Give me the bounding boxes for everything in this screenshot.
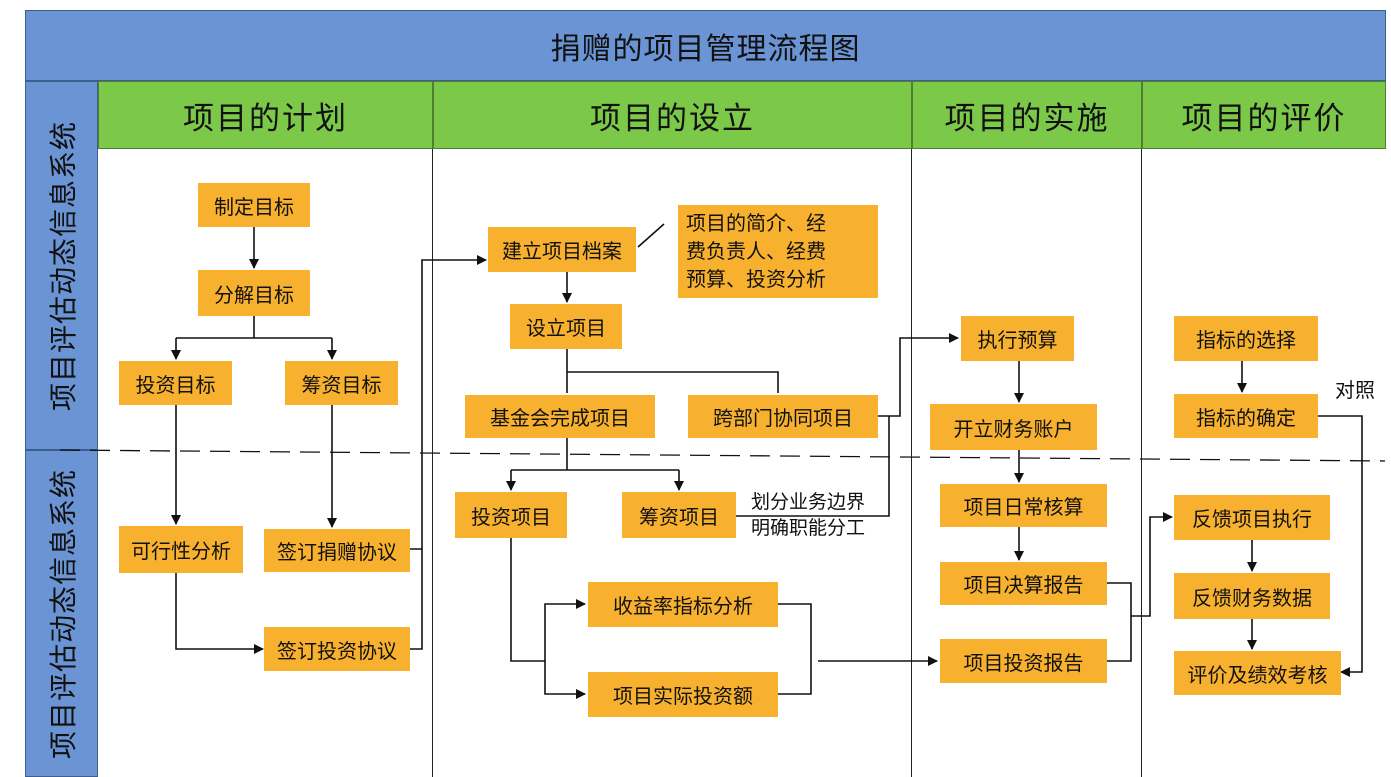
- arrow-kexing-to-touzi-xieyi: [175, 573, 264, 654]
- dashed-system-divider: [59, 449, 1386, 462]
- line-sheli-branch: [567, 371, 779, 393]
- box-investment-project: 投资项目: [455, 492, 567, 538]
- arrow-reports-to-fankui: [1131, 512, 1173, 617]
- box-yield-indicator-analysis: 收益率指标分析: [588, 582, 778, 627]
- arrow-duizhao-to-kaohe: [1318, 415, 1363, 677]
- line-shouyilv-out: [778, 603, 812, 695]
- phase-header-evaluate: 项目的评价: [1142, 81, 1386, 149]
- annotation-line-1: 划分业务边界: [751, 491, 866, 513]
- box-actual-investment: 项目实际投资额: [588, 672, 778, 717]
- box-financing-goal: 筹资目标: [285, 361, 398, 405]
- box-investment-report: 项目投资报告: [940, 639, 1107, 683]
- box-feasibility-analysis: 可行性分析: [119, 526, 243, 573]
- lane-divider-3: [1141, 149, 1142, 777]
- box-sign-investment-agreement: 签订投资协议: [264, 627, 410, 671]
- box-decompose-goal: 分解目标: [198, 270, 310, 316]
- arrow-to-shiji: [544, 661, 586, 699]
- box-open-financial-account: 开立财务账户: [930, 404, 1097, 450]
- box-execute-budget: 执行预算: [961, 316, 1074, 361]
- note-line-2: 费负责人、经费: [686, 239, 826, 263]
- phase-header-implement: 项目的实施: [912, 81, 1142, 149]
- arrow-to-shouyilv: [544, 599, 586, 661]
- line-chouzi-xiangmu-join: [736, 416, 890, 517]
- note-leader: [637, 223, 665, 248]
- box-final-accounts-report: 项目决算报告: [940, 562, 1107, 605]
- box-indicator-confirmation: 指标的确定: [1174, 394, 1318, 438]
- note-line-1: 项目的简介、经: [686, 211, 826, 235]
- box-foundation-completes-project: 基金会完成项目: [465, 395, 655, 438]
- line-touzi-xieyi-join: [410, 549, 423, 650]
- line-reports-join: [1107, 582, 1132, 662]
- phase-header-establish: 项目的设立: [433, 81, 912, 149]
- line-touzi-xiangmu-down: [510, 538, 545, 662]
- annotation-compare: 对照: [1335, 378, 1375, 402]
- lane-divider-2: [911, 149, 912, 777]
- box-establish-project: 设立项目: [510, 304, 622, 349]
- phase-header-plan: 项目的计划: [98, 81, 433, 149]
- annotation-line-2: 明确职能分工: [751, 517, 866, 539]
- diagram-title: 捐赠的项目管理流程图: [25, 10, 1386, 81]
- box-cross-department-project: 跨部门协同项目: [688, 395, 878, 438]
- box-daily-accounting: 项目日常核算: [940, 484, 1107, 527]
- box-indicator-selection: 指标的选择: [1174, 316, 1318, 361]
- box-sign-donation-agreement: 签订捐赠协议: [264, 529, 410, 572]
- box-feedback-financial-data: 反馈财务数据: [1174, 573, 1330, 619]
- box-create-project-file: 建立项目档案: [488, 227, 636, 272]
- note-line-3: 预算、投资分析: [686, 267, 826, 291]
- box-financing-project: 筹资项目: [622, 492, 736, 538]
- arrow-xieyi-to-dangan: [410, 255, 487, 550]
- side-lane-top: 项目评估动态信息系统: [25, 81, 98, 450]
- box-set-goal: 制定目标: [198, 183, 310, 227]
- annotation-business-boundary: 划分业务边界 明确职能分工: [751, 489, 865, 541]
- lane-divider-1: [432, 149, 433, 777]
- box-feedback-execution: 反馈项目执行: [1174, 495, 1330, 540]
- note-project-file-contents: 项目的简介、经 费负责人、经费 预算、投资分析: [678, 205, 878, 298]
- box-investment-goal: 投资目标: [119, 361, 232, 405]
- box-evaluation-performance: 评价及绩效考核: [1174, 651, 1341, 695]
